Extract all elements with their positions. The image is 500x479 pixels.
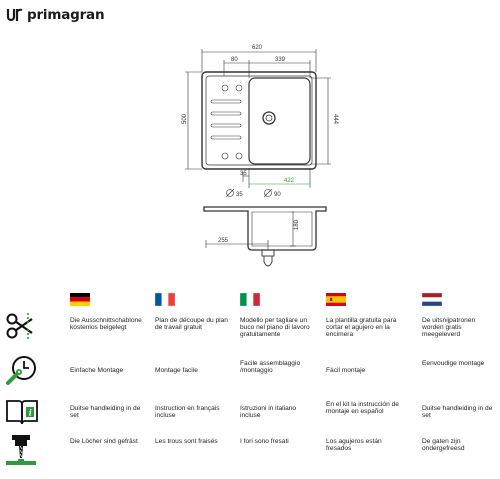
brand-mark-icon	[6, 8, 23, 22]
hole-90-icon	[264, 189, 272, 197]
feature-row-assembly: Einfache Montage Montage facile Facile a…	[0, 353, 500, 393]
cell-fr-template: Plan de découpe du plan de travail gratu…	[155, 317, 228, 332]
cell-nl-milled: De gaten zijn ondergefreesd	[422, 438, 465, 453]
dim-offset: 35	[240, 171, 247, 177]
cell-it-assembly: Facile assemblaggio /montaggio	[240, 360, 301, 375]
cell-fr-assembly: Montage facile	[155, 367, 198, 374]
feature-row-milled-holes: Die Löcher sind gefräst Les trous sont f…	[0, 433, 500, 477]
clock-wrench-icon	[6, 356, 36, 385]
dutch-flag	[422, 293, 442, 306]
drainer-groove	[210, 99, 242, 104]
dim-hole-large: 90	[274, 192, 281, 198]
sink-bowl	[248, 77, 311, 165]
cell-it-milled: I fori sono fresati	[240, 438, 289, 445]
scissors-cut-icon	[6, 313, 33, 339]
sink-technical-drawing: 620 80 339 500 444 35 422 35 90 180 255	[182, 45, 338, 267]
svg-text:i: i	[29, 408, 32, 418]
cell-de-assembly: Einfache Montage	[70, 367, 124, 374]
cell-it-template: Modello per tagliare un buco nel piano d…	[240, 317, 310, 339]
sink-outline	[201, 71, 317, 170]
cell-nl-instructions: Duitse handleiding in de set	[422, 405, 493, 420]
milling-drill-icon	[6, 435, 36, 465]
dim-bowl-width: 339	[275, 57, 286, 63]
hole-35-icon	[226, 189, 234, 197]
dim-width-total: 620	[252, 45, 263, 51]
cell-de-instructions: Duitse handleiding in de set	[70, 405, 141, 420]
cell-fr-instructions: Instruction en français incluse	[155, 405, 220, 420]
feature-row-template: Die Ausschnittschablone kostenlos beigel…	[0, 309, 500, 349]
cell-nl-assembly: Eenvoudige montage	[422, 360, 485, 367]
dim-hole-small: 35	[236, 192, 243, 198]
brand-name: primagran	[27, 7, 105, 23]
dim-bowl-inner-width: 422	[284, 178, 295, 184]
brand-logo: primagran	[6, 6, 105, 24]
cell-es-assembly: Fácil montaje	[326, 367, 366, 374]
sink-side-profile	[203, 206, 327, 251]
cell-de-milled: Die Löcher sind gefräst	[70, 438, 138, 445]
dim-drain-offset: 255	[218, 238, 229, 244]
cell-es-milled: Los agujeros están fresados	[326, 438, 382, 453]
bowl-drain	[262, 111, 276, 125]
cell-fr-milled: Les trous sont fraisés	[155, 438, 218, 445]
dim-height-total: 500	[182, 113, 188, 124]
dim-bowl-depth: 444	[332, 114, 338, 125]
cell-es-template: La plantilla gratuita para cortar el agu…	[326, 317, 397, 339]
dim-depth: 180	[294, 219, 300, 230]
instruction-book-icon: i	[6, 400, 38, 425]
cell-de-template: Die Ausschnittschablone kostenlos beigel…	[70, 317, 142, 332]
cell-es-instructions: En el kit la instrucción de montaje en e…	[326, 401, 399, 416]
dim-drainer-width: 80	[231, 57, 238, 63]
german-flag	[70, 293, 90, 306]
french-flag	[155, 293, 175, 306]
cell-it-instructions: Istruzioni in italiano incluse	[240, 405, 297, 420]
italian-flag	[240, 293, 260, 306]
cell-nl-template: De uitsnijpatronen worden gratis meegele…	[422, 317, 476, 339]
spanish-flag	[326, 293, 346, 306]
feature-row-instructions: i Duitse handleiding in de set Instructi…	[0, 395, 500, 435]
